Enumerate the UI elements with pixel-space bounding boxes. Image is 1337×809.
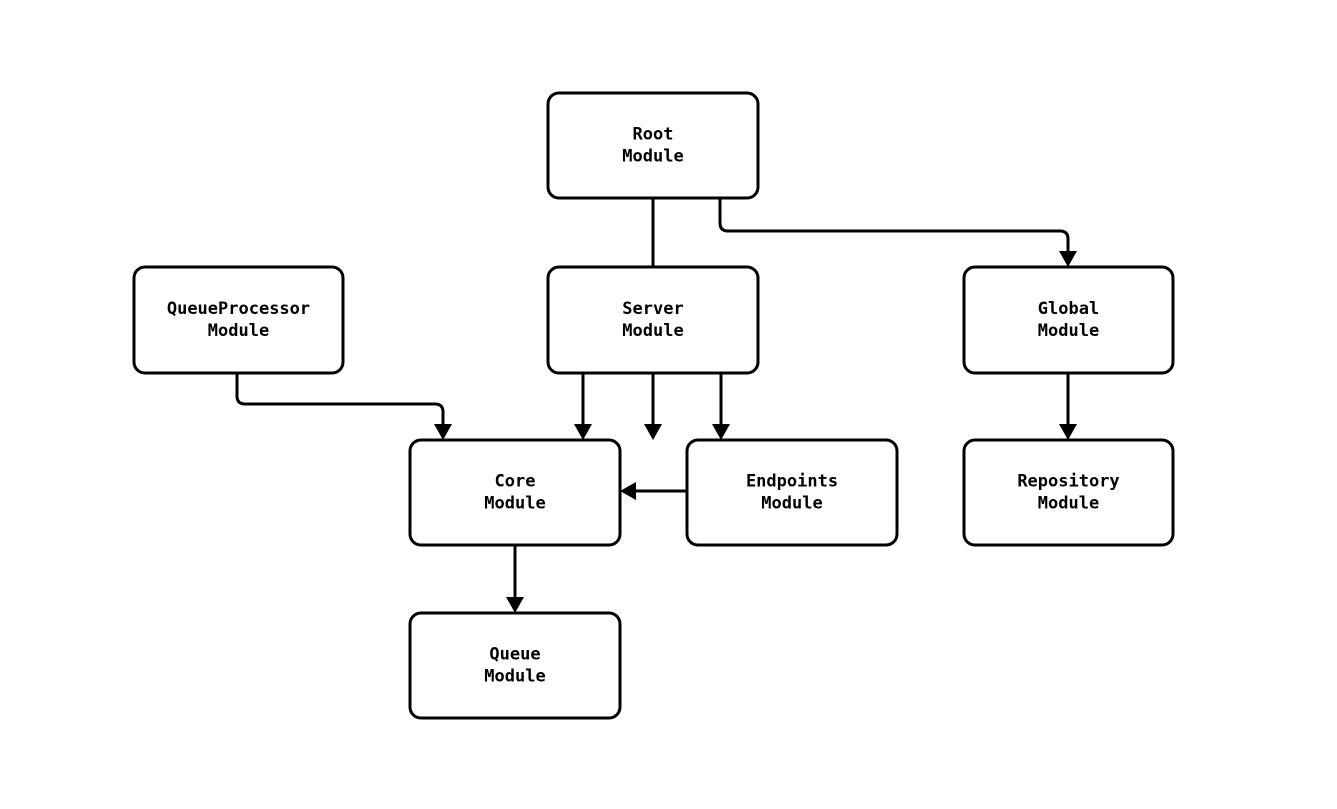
arrow-global-repository-icon bbox=[1059, 424, 1077, 440]
node-repository-box[interactable] bbox=[962, 438, 1175, 547]
arrow-server-endpoints-icon bbox=[712, 424, 730, 440]
node-queue-box[interactable] bbox=[408, 611, 622, 720]
node-root-label-line1: Root bbox=[633, 125, 674, 145]
edge-queueprocessor-core bbox=[235, 373, 445, 430]
edges-layer bbox=[235, 198, 1070, 603]
node-root-label-line2: Module bbox=[622, 147, 683, 167]
arrow-server-core-icon bbox=[574, 424, 592, 440]
node-server-label-line1: Server bbox=[622, 299, 683, 319]
node-global-label-line1: Global bbox=[1038, 299, 1099, 319]
arrow-root-server-icon bbox=[644, 424, 662, 440]
node-queue-label-line2: Module bbox=[484, 667, 545, 687]
node-endpoints-label-line1: Endpoints bbox=[746, 472, 838, 492]
arrow-queueprocessor-core-icon bbox=[434, 424, 452, 440]
node-endpoints-label-line2: Module bbox=[761, 494, 822, 514]
node-core-label-line2: Module bbox=[484, 494, 545, 514]
node-server-box[interactable] bbox=[546, 265, 760, 375]
node-server-label-line2: Module bbox=[622, 321, 683, 341]
node-core-box[interactable] bbox=[408, 438, 622, 547]
node-endpoints-box[interactable] bbox=[685, 438, 899, 547]
arrow-root-global-icon bbox=[1059, 251, 1077, 267]
arrowheads-layer bbox=[434, 251, 1077, 613]
node-queue-label-line1: Queue bbox=[489, 645, 540, 665]
edge-root-global bbox=[718, 198, 1070, 257]
arrow-core-queue-icon bbox=[506, 597, 524, 613]
node-global-box[interactable] bbox=[962, 265, 1175, 375]
node-queueprocessor-label-line2: Module bbox=[208, 321, 269, 341]
node-root-box[interactable] bbox=[546, 91, 760, 200]
node-queueprocessor-box[interactable] bbox=[132, 265, 345, 375]
node-queueprocessor-label-line1: QueueProcessor bbox=[167, 299, 310, 319]
arrow-endpoints-core-icon bbox=[620, 482, 636, 500]
node-repository-label-line2: Module bbox=[1038, 494, 1099, 514]
node-global-label-line2: Module bbox=[1038, 321, 1099, 341]
node-core-label-line1: Core bbox=[495, 472, 536, 492]
nodes-layer: RootModuleQueueProcessorModuleServerModu… bbox=[132, 91, 1175, 720]
node-repository-label-line1: Repository bbox=[1017, 472, 1119, 492]
